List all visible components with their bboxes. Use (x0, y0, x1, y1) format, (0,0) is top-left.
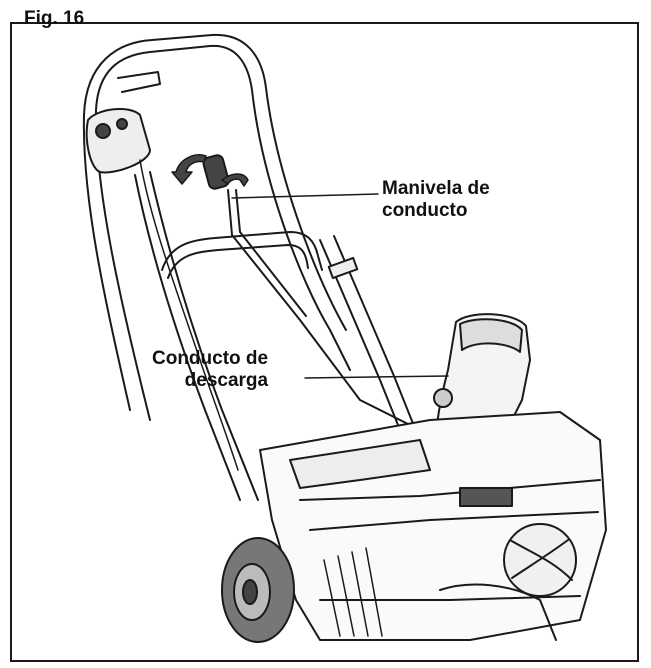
callout-chute-crank: Manivela de conducto (382, 178, 490, 222)
chute-pivot (433, 388, 453, 408)
crank-rod (227, 189, 421, 431)
handle-knob (327, 256, 359, 280)
rotation-arrow-icon (171, 154, 207, 185)
switch-icon (116, 118, 128, 130)
handle-crossbar (161, 231, 323, 279)
chute-leader-line (304, 375, 449, 379)
callout-discharge-chute-line1: Conducto de (152, 348, 269, 369)
auger-blades (509, 539, 573, 581)
callout-discharge-chute-line2: descarga (184, 370, 269, 391)
button-icon (95, 123, 111, 139)
upper-handle (82, 33, 351, 421)
wheel-axle (242, 579, 258, 605)
housing-vents (323, 547, 383, 637)
crank-leader-line (231, 193, 379, 199)
cord-cable (139, 159, 239, 471)
crank-grip (202, 154, 230, 190)
bail-lever (117, 71, 161, 93)
figure-label: Fig. 16 (24, 8, 85, 29)
rotation-arrow-icon (221, 173, 249, 187)
chute-deflector (459, 318, 523, 353)
callout-chute-crank-line2: conducto (382, 200, 468, 221)
housing-handle (459, 487, 513, 507)
right-handle-tube (319, 235, 415, 431)
housing-top-panel (289, 439, 431, 489)
scraper-bar (439, 583, 557, 641)
callout-chute-crank-line1: Manivela de (382, 178, 490, 199)
callout-discharge-chute: Conducto de descarga (152, 348, 268, 392)
lower-handle (134, 171, 259, 501)
